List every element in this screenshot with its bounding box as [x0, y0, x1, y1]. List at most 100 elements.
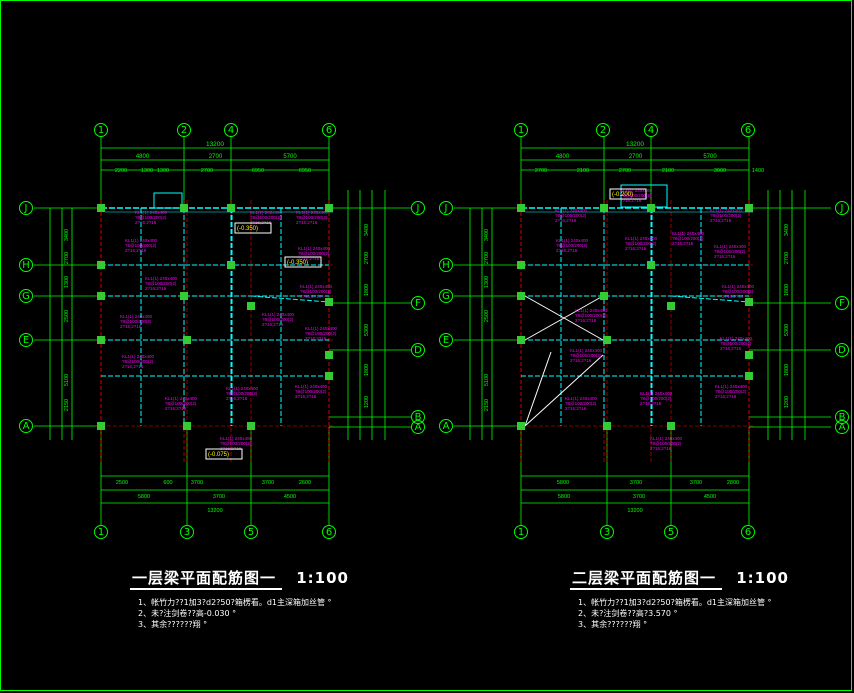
column — [667, 422, 675, 430]
column — [517, 261, 525, 269]
dim-side-right: 1800 — [784, 284, 790, 296]
dim-bottom-total: 13200 — [627, 508, 642, 514]
column — [647, 261, 655, 269]
beam-label: KL1(1) 240x400 — [295, 384, 328, 389]
beam-label: 2?16;2?16 — [570, 358, 592, 363]
beam-label: ?8@100/200(2) — [715, 389, 747, 394]
beam-label: KL1(1) 240x400 — [650, 436, 683, 441]
column — [97, 204, 105, 212]
dim-top-inner: 1300 — [157, 168, 169, 174]
axis-bubble-left-Gb: G — [439, 289, 453, 303]
roof-box — [620, 184, 668, 208]
dim-bottom-inner: 2500 — [116, 480, 128, 486]
axis-bubble-top-1b: 1 — [514, 123, 528, 137]
column — [325, 298, 333, 306]
axis-bubble-bottom-3: 3 — [180, 525, 194, 539]
beam-label: 2?16;2?16 — [120, 324, 142, 329]
dim-side-left: 2150 — [484, 399, 490, 411]
beam-label: ?8@100/200(2) — [298, 251, 330, 256]
beam-label: ?8@100/200(2) — [220, 441, 252, 446]
axis-bubble-right-Jb: J — [835, 201, 849, 215]
beam — [250, 295, 330, 303]
column — [745, 298, 753, 306]
dim-top-mid: 5700 — [283, 154, 297, 160]
dim-side-right: 1200 — [784, 396, 790, 408]
beam-label: ?8@100/200(2) — [640, 396, 672, 401]
dim-bottom-inner: 3700 — [630, 480, 642, 486]
beam-label: 2?16;2?16 — [640, 401, 662, 406]
beam-label: ?8@100/200(2) — [122, 359, 154, 364]
axis-bubble-top-6: 6 — [322, 123, 336, 137]
dim-bottom-mid: 3700 — [633, 494, 645, 500]
beam-label: KL1(1) 240x400 — [262, 312, 295, 317]
beam-label: KL1(1) 240x400 — [720, 336, 753, 341]
beam-label: 2?16;2?16 — [714, 254, 736, 259]
void-cross — [524, 295, 604, 341]
dim-bottom-inner: 3700 — [690, 480, 702, 486]
beam-label: 2?16;2?16 — [575, 318, 597, 323]
column — [517, 336, 525, 344]
dim-bottom-mid: 5800 — [558, 494, 570, 500]
dim-top-inner: 2700 — [201, 168, 213, 174]
axis-bubble-top-2: 2 — [177, 123, 191, 137]
elev-label: (-0.075) — [208, 452, 229, 458]
dim-side-left: 2700 — [64, 252, 70, 264]
beam-label: KL1(1) 240x400 — [722, 284, 755, 289]
beam-label: 2?16;2?16 — [165, 406, 187, 411]
axis-bubble-bottom-6b: 6 — [741, 525, 755, 539]
beam-label: ?8@100/200(2) — [710, 213, 742, 218]
dim-side-left: 3400 — [64, 229, 70, 241]
dim-side-right: 1200 — [364, 396, 370, 408]
dim-bottom-mid: 4500 — [284, 494, 296, 500]
drawing-title-1-text: 一层梁平面配筋图一 — [132, 569, 277, 587]
beam-label: KL1(1) 240x400 — [125, 238, 158, 243]
beam-label: ?8@100/200(2) — [570, 353, 602, 358]
axis-bubble-top-1: 1 — [94, 123, 108, 137]
dim-side-right: 2700 — [784, 252, 790, 264]
axis-bubble-bottom-6: 6 — [322, 525, 336, 539]
beam-label: KL1(1) 240x400 — [620, 188, 653, 193]
dim-bottom-inner: 600 — [163, 480, 172, 486]
elev-box — [234, 222, 272, 234]
beam-label: 2?16;2?16 — [295, 394, 317, 399]
column — [325, 372, 333, 380]
beam-label: KL1(1) 240x400 — [145, 276, 178, 281]
beam-label: KL1(1) 240x400 — [672, 231, 705, 236]
beam-label: ?8@100/200(2) — [565, 401, 597, 406]
column — [183, 336, 191, 344]
dim-top-inner: 2200 — [115, 168, 127, 174]
dim-side-left: 5100 — [484, 374, 490, 386]
beam-label: KL1(1) 240x400 — [710, 208, 743, 213]
axis-bubble-left-Ab: A — [439, 419, 453, 433]
beam-label: ?8@100/200(2) — [650, 441, 682, 446]
dim-bottom-mid: 3700 — [213, 494, 225, 500]
column — [180, 292, 188, 300]
notes-2: 1、帐竹力??1加3?d2?50?箱楞看。d1主深箱加丝管 ° 2、未?注剑卷?… — [578, 597, 772, 630]
beam-label: ?8@100/200(2) — [625, 241, 657, 246]
dim-bottom-inner: 3700 — [262, 480, 274, 486]
beam-label: 2?16;2?16 — [565, 406, 587, 411]
notes-1: 1、帐竹力??1加3?d2?50?箱楞看。d1主深箱加丝管 ° 2、未?注剑卷?… — [138, 597, 332, 630]
dim-side-left: 5100 — [64, 374, 70, 386]
drawing-scale-1: 1:100 — [296, 569, 349, 587]
axis-bubble-left-E: E — [19, 333, 33, 347]
beam-label: 2?16;2?16 — [650, 446, 672, 451]
beam-label: KL1(1) 240x400 — [714, 244, 747, 249]
column — [603, 422, 611, 430]
column — [97, 261, 105, 269]
beam-label: 2?16;2?16 — [620, 198, 642, 203]
elev-label: (-0.350) — [237, 226, 258, 232]
column — [97, 336, 105, 344]
axis-bubble-left-H: H — [19, 258, 33, 272]
beam-label: KL1(1) 240x400 — [715, 384, 748, 389]
axis-bubble-bottom-5b: 5 — [664, 525, 678, 539]
dim-top-inner: 1400 — [752, 168, 764, 174]
beam-label: 2?16;2?16 — [262, 322, 284, 327]
dim-side-right: 1800 — [364, 284, 370, 296]
beam-label: ?8@100/200(2) — [720, 341, 752, 346]
dim-bottom-inner: 5800 — [557, 480, 569, 486]
axis-bubble-left-Jb: J — [439, 201, 453, 215]
beam-label: ?8@100/200(2) — [250, 215, 282, 220]
